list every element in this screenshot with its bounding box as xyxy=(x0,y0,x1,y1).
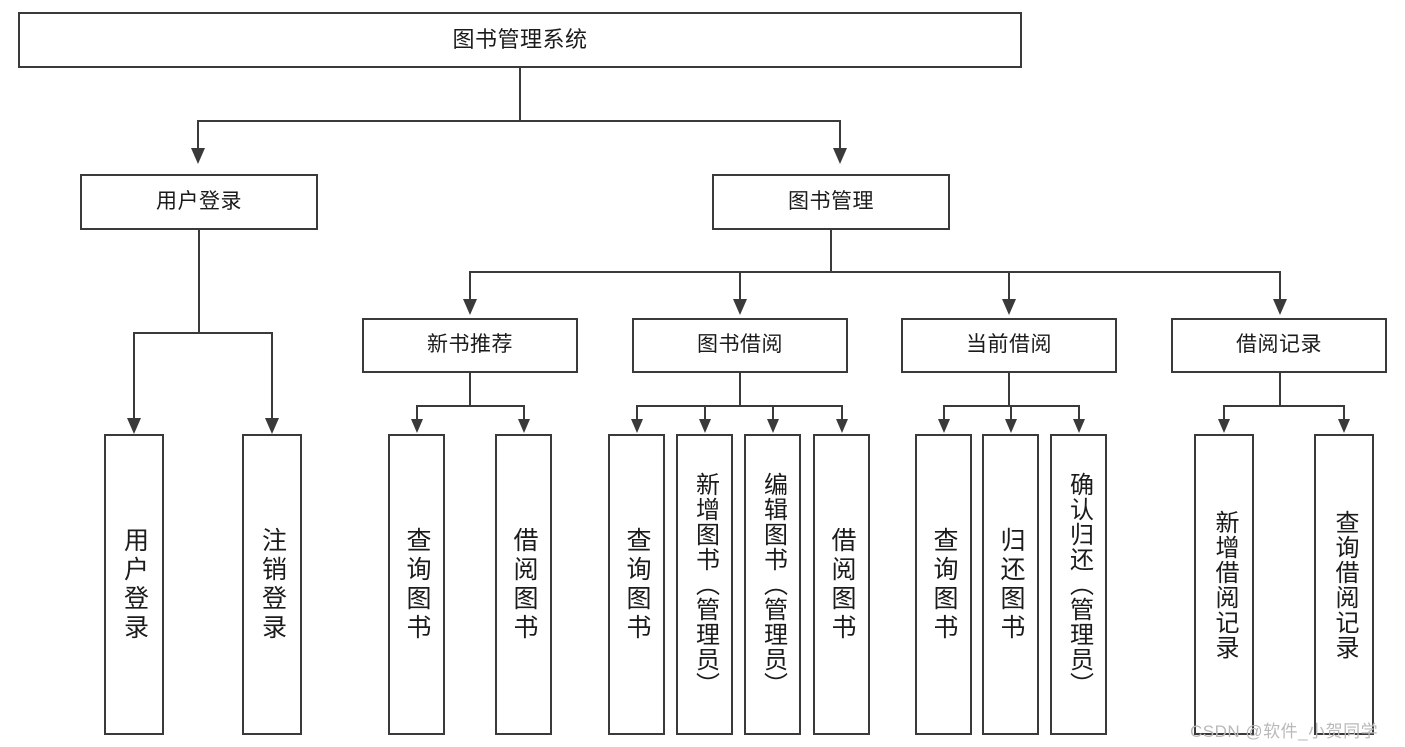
leaf-add-borrow-record[interactable]: 新增借阅记录 xyxy=(1194,434,1254,735)
node-book-management[interactable]: 图书管理 xyxy=(712,174,950,230)
arrowhead-root-to-user-login xyxy=(191,148,205,164)
arrowhead-current-borrow-leaf-2 xyxy=(1005,419,1017,433)
connector-current-borrow-drop-3 xyxy=(1078,405,1080,420)
connector-borrow-record-bar xyxy=(1223,405,1344,407)
arrowhead-book-borrow-leaf-4 xyxy=(836,419,848,433)
node-current-borrow[interactable]: 当前借阅 xyxy=(901,318,1117,373)
node-book-borrow[interactable]: 图书借阅 xyxy=(632,318,848,373)
leaf-query-book-recommend[interactable]: 查询图书 xyxy=(388,434,445,735)
node-label: 当前借阅 xyxy=(966,333,1052,357)
node-new-book-recommend[interactable]: 新书推荐 xyxy=(362,318,578,373)
connector-new-book-stem xyxy=(469,373,471,406)
leaf-logout[interactable]: 注销登录 xyxy=(242,434,302,735)
connector-root-stem xyxy=(519,68,521,120)
connector-book-mgmt-drop-3 xyxy=(1008,271,1010,301)
leaf-edit-book-admin[interactable]: 编辑图书（管理员） xyxy=(744,434,801,735)
leaf-label: 查询借阅记录 xyxy=(1331,509,1358,660)
leaf-return-book[interactable]: 归还图书 xyxy=(982,434,1039,735)
arrowhead-borrow-record-leaf-1 xyxy=(1218,419,1230,433)
node-user-login[interactable]: 用户登录 xyxy=(80,174,318,230)
connector-book-borrow-drop-1 xyxy=(636,405,638,420)
connector-user-login-stem xyxy=(198,230,200,332)
node-borrow-record[interactable]: 借阅记录 xyxy=(1171,318,1387,373)
connector-book-borrow-bar xyxy=(636,405,841,407)
node-label: 新书推荐 xyxy=(427,333,513,357)
connector-book-mgmt-drop-2 xyxy=(739,271,741,301)
connector-current-borrow-stem xyxy=(1008,373,1010,406)
leaf-label: 查询图书 xyxy=(930,526,958,643)
node-label: 图书管理系统 xyxy=(452,27,588,53)
leaf-label: 用户登录 xyxy=(120,526,149,643)
connector-new-book-bar xyxy=(416,405,523,407)
connector-root-bar xyxy=(197,120,841,122)
leaf-add-book-admin[interactable]: 新增图书（管理员） xyxy=(676,434,733,735)
connector-book-borrow-drop-4 xyxy=(841,405,843,420)
arrowhead-book-mgmt-child-2 xyxy=(733,299,747,315)
connector-borrow-record-drop-2 xyxy=(1343,405,1345,420)
connector-borrow-record-drop-1 xyxy=(1223,405,1225,420)
leaf-label: 借阅图书 xyxy=(828,526,856,643)
node-label: 图书借阅 xyxy=(697,333,783,357)
leaf-label: 新增图书（管理员） xyxy=(691,472,719,697)
arrowhead-user-login-leaf-1 xyxy=(127,418,141,434)
connector-current-borrow-drop-2 xyxy=(1010,405,1012,420)
connector-new-book-drop-1 xyxy=(416,405,418,420)
connector-root-to-user-login xyxy=(197,120,199,150)
arrowhead-borrow-record-leaf-2 xyxy=(1338,419,1350,433)
leaf-label: 查询图书 xyxy=(623,526,651,643)
leaf-label: 归还图书 xyxy=(997,526,1025,643)
arrowhead-root-to-book-mgmt xyxy=(833,148,847,164)
node-label: 用户登录 xyxy=(156,189,242,213)
leaf-borrow-book[interactable]: 借阅图书 xyxy=(813,434,870,735)
connector-book-mgmt-drop-1 xyxy=(469,271,471,301)
connector-book-mgmt-stem xyxy=(830,230,832,272)
leaf-label: 确认归还（管理员） xyxy=(1065,472,1093,697)
connector-book-mgmt-drop-4 xyxy=(1279,271,1281,301)
arrowhead-current-borrow-leaf-1 xyxy=(938,419,950,433)
leaf-user-login[interactable]: 用户登录 xyxy=(104,434,164,735)
leaf-label: 编辑图书（管理员） xyxy=(759,472,787,697)
leaf-label: 注销登录 xyxy=(258,526,287,643)
connector-user-login-drop-2 xyxy=(271,332,273,420)
arrowhead-book-mgmt-child-1 xyxy=(463,299,477,315)
connector-book-borrow-stem xyxy=(739,373,741,406)
node-root-system[interactable]: 图书管理系统 xyxy=(18,12,1022,68)
connector-root-to-book-mgmt xyxy=(839,120,841,150)
arrowhead-current-borrow-leaf-3 xyxy=(1073,419,1085,433)
arrowhead-book-borrow-leaf-3 xyxy=(767,419,779,433)
connector-book-mgmt-bar xyxy=(469,271,1281,273)
leaf-label: 查询图书 xyxy=(403,526,431,643)
arrowhead-new-book-leaf-2 xyxy=(518,419,530,433)
leaf-label: 新增借阅记录 xyxy=(1211,509,1238,660)
leaf-query-borrow-record[interactable]: 查询借阅记录 xyxy=(1314,434,1374,735)
node-label: 图书管理 xyxy=(788,189,874,213)
leaf-label: 借阅图书 xyxy=(510,526,538,643)
arrowhead-book-mgmt-child-4 xyxy=(1273,299,1287,315)
connector-user-login-bar xyxy=(133,332,271,334)
arrowhead-user-login-leaf-2 xyxy=(265,418,279,434)
connector-current-borrow-drop-1 xyxy=(943,405,945,420)
connector-new-book-drop-2 xyxy=(523,405,525,420)
arrowhead-new-book-leaf-1 xyxy=(411,419,423,433)
leaf-confirm-return-admin[interactable]: 确认归还（管理员） xyxy=(1050,434,1107,735)
connector-borrow-record-stem xyxy=(1279,373,1281,406)
node-label: 借阅记录 xyxy=(1236,333,1322,357)
connector-user-login-drop-1 xyxy=(133,332,135,420)
leaf-query-book-borrow[interactable]: 查询图书 xyxy=(608,434,665,735)
leaf-borrow-book-recommend[interactable]: 借阅图书 xyxy=(495,434,552,735)
arrowhead-book-borrow-leaf-2 xyxy=(699,419,711,433)
connector-book-borrow-drop-2 xyxy=(704,405,706,420)
connector-book-borrow-drop-3 xyxy=(772,405,774,420)
arrowhead-book-mgmt-child-3 xyxy=(1002,299,1016,315)
arrowhead-book-borrow-leaf-1 xyxy=(631,419,643,433)
watermark-csdn: CSDN @软件_小贺同学 xyxy=(1190,722,1379,741)
leaf-query-book-current[interactable]: 查询图书 xyxy=(915,434,972,735)
